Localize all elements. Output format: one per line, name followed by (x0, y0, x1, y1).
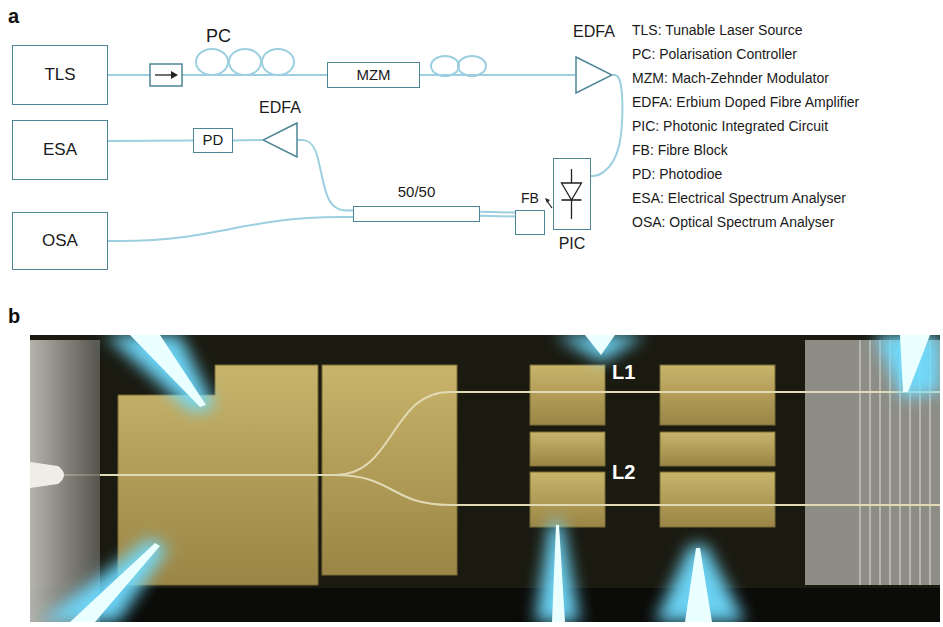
component-name: TLS (44, 64, 75, 85)
chip-edge (30, 588, 940, 622)
fibre-line (233, 139, 262, 142)
amplifier-triangle-outline (262, 122, 298, 158)
abbreviation-note: TLS: Tunable Laser Source (632, 22, 802, 39)
component-label: PC (206, 26, 231, 48)
waveguide-label: L2 (612, 460, 635, 484)
fibre-link (108, 217, 353, 241)
fibre-coils (431, 56, 486, 76)
metal-pad (530, 472, 605, 527)
source-box: TLS (12, 45, 108, 105)
photo-ground (30, 335, 940, 622)
upper-waveguide (335, 392, 940, 475)
abbreviation-note: PC: Polarisation Controller (632, 46, 797, 63)
component-name: EDFA (573, 22, 615, 42)
abbreviation-note: PD: Photodioe (632, 166, 722, 183)
modulator-box: MZM (327, 62, 420, 88)
chip-box-outline (553, 158, 591, 230)
polarisation-coils (196, 49, 294, 75)
fibre-loop (431, 56, 459, 76)
lensed-fibre-holder (30, 340, 100, 622)
component-name: EDFA (259, 98, 301, 118)
coupler-box: 50/50 (353, 183, 480, 222)
fibre-line (480, 211, 515, 218)
abbreviation-note: ESA: Electrical Spectrum Analyser (632, 190, 846, 207)
triangle-outline (262, 122, 298, 158)
fibre-line (298, 140, 353, 211)
photodiode-box: PD (193, 128, 233, 153)
isolator-box (150, 64, 182, 86)
amplifier-triangle: EDFA (562, 22, 626, 94)
fibre-line (108, 217, 353, 241)
amplifier-symbol (263, 123, 297, 157)
diode-triangle (562, 183, 582, 200)
probe-needles (70, 335, 930, 622)
fibre-loop (229, 49, 261, 75)
photo-content (30, 335, 940, 622)
metal-pad (660, 365, 775, 425)
fibre-loop (196, 49, 228, 75)
amplifier-symbol (576, 57, 612, 93)
component-name: ESA (43, 139, 77, 160)
panel-letter: b (8, 304, 20, 328)
input-waveguide (62, 474, 335, 476)
metal-pad (530, 365, 605, 425)
component-name: PIC (559, 234, 586, 254)
metal-pad (660, 432, 775, 466)
fibre-link (108, 140, 193, 142)
coupling-arrow-head (545, 198, 550, 203)
lensed-fibre-tip (30, 462, 64, 488)
analyser-box: OSA (12, 212, 108, 270)
coupler-box-outline (353, 206, 480, 222)
coupling-arrow (545, 198, 552, 208)
fibre-link (591, 75, 622, 176)
isolator-arrowhead (171, 71, 178, 79)
abbreviation-note: MZM: Mach-Zehnder Modulator (632, 70, 829, 87)
amplifier-triangle: EDFA (248, 98, 312, 158)
fibre-link (298, 140, 353, 211)
isolator-symbol (150, 64, 182, 86)
analyser-box: ESA (12, 120, 108, 180)
fibre-line (591, 75, 622, 176)
component-name: OSA (42, 230, 78, 251)
fibre-loop (262, 49, 294, 75)
metal-pad (660, 472, 775, 527)
fibre-loop (458, 56, 486, 76)
abbreviation-note: EDFA: Erbium Doped Fibre Amplifier (632, 94, 859, 111)
abbreviation-note: FB: Fibre Block (632, 142, 728, 159)
metal-pad (322, 365, 457, 575)
component-name: 50/50 (398, 183, 436, 202)
abbreviation-note: OSA: Optical Spectrum Analyser (632, 214, 834, 231)
triangle-outline (575, 56, 613, 94)
chip-box: PIC (553, 158, 591, 254)
diode-bar (562, 199, 582, 201)
diode-symbol (554, 159, 589, 228)
amplifier-triangle-outline (575, 56, 613, 94)
component-name: PD (203, 131, 224, 150)
probe-glows (40, 335, 940, 622)
fibre-gap (480, 213, 515, 216)
lower-waveguide (335, 475, 940, 505)
fibre-block-outline (515, 210, 545, 235)
component-name: FB (521, 190, 539, 208)
metal-pad (530, 432, 605, 466)
fibre-block: FB (513, 190, 547, 235)
isolator-arrow (155, 74, 173, 75)
abbreviation-note: PIC: Photonic Integrated Circuit (632, 118, 828, 135)
waveguide-label: L1 (612, 360, 635, 384)
fibre-link (233, 140, 262, 142)
fibre-link (480, 213, 515, 215)
panel-letter: a (8, 4, 19, 28)
component-name: MZM (356, 66, 390, 85)
fibre-line (108, 140, 193, 143)
